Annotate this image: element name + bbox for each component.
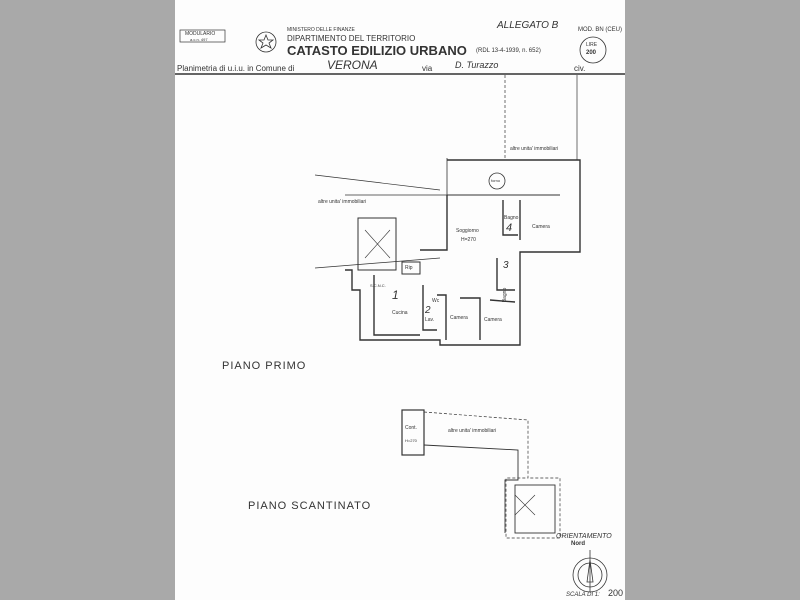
label-bagno-4: Bagno xyxy=(504,215,519,221)
forno-circle xyxy=(488,172,506,190)
floor-title-scantinato: PIANO SCANTINATO xyxy=(248,500,372,512)
stairwell xyxy=(357,217,397,271)
stamp-circle xyxy=(579,36,607,64)
emblem-icon xyxy=(255,31,277,53)
label-lav: Lav. xyxy=(425,317,435,323)
label-bagno-3-number: 3 xyxy=(503,260,509,271)
via-label: via xyxy=(422,64,433,73)
label-cucina-number: 1 xyxy=(392,288,399,302)
label-camera-a: Camera xyxy=(532,224,550,230)
label-soggiorno: Soggiorno xyxy=(456,228,479,234)
scale-value: 200 xyxy=(608,588,624,598)
ministry-label: MINISTERO DELLE FINANZE xyxy=(287,27,355,33)
department-label: DIPARTIMENTO DEL TERRITORIO xyxy=(287,34,416,43)
orientation-label: ORIENTAMENTO xyxy=(556,533,612,540)
stamp-value: 200 xyxy=(586,50,597,56)
label-camera-b: Camera xyxy=(450,315,468,321)
civ-label: civ. xyxy=(574,64,586,73)
basement-plan xyxy=(401,409,561,539)
label-scnc: S.C.N.C. xyxy=(370,283,386,288)
basement-stairwell xyxy=(514,484,556,534)
label-cont: Cont. xyxy=(405,425,417,431)
law-reference: (RDL 13-4-1939, n. 652) xyxy=(476,48,541,54)
label-cucina: Cucina xyxy=(392,310,408,316)
cadastral-sheet xyxy=(175,0,625,600)
stamp-currency: LIRE xyxy=(586,42,598,48)
planimetria-label: Planimetria di u.i.u. in Comune di xyxy=(177,64,295,73)
label-other-units-top: altre unita' immobiliari xyxy=(510,146,559,152)
first-floor-plan xyxy=(314,75,581,346)
label-bagno-3: Bagno xyxy=(502,287,509,303)
label-cont-height: H=270 xyxy=(405,438,417,443)
scale-label: SCALA DI 1: xyxy=(566,592,600,598)
label-wc: Wc xyxy=(432,298,440,304)
floor-title-primo: PIANO PRIMO xyxy=(222,360,307,372)
compass-icon xyxy=(572,550,608,593)
label-other-units-basement: altre unita' immobiliari xyxy=(448,428,497,434)
comune-value: VERONA xyxy=(327,58,378,72)
label-soggiorno-height: H=270 xyxy=(461,237,476,243)
annotation-allegato: ALLEGATO B xyxy=(497,20,559,31)
via-value: D. Turazzo xyxy=(455,60,499,70)
north-label: Nord xyxy=(571,541,585,547)
form-code: MOD. BN (CEU) xyxy=(578,27,622,33)
label-forno: forno xyxy=(491,178,501,183)
modulario-label: MODULARIO xyxy=(185,31,216,37)
label-lav-number: 2 xyxy=(425,305,431,316)
label-camera-c: Camera xyxy=(484,317,502,323)
modulario-sub: a.c.n. 497 xyxy=(190,37,208,42)
label-other-units-left: altre unita' immobiliari xyxy=(318,199,367,205)
modulario-box xyxy=(179,29,226,43)
label-bagno-4-number: 4 xyxy=(506,222,513,234)
document-title: CATASTO EDILIZIO URBANO xyxy=(287,43,467,58)
label-rip: Rip xyxy=(405,265,413,271)
